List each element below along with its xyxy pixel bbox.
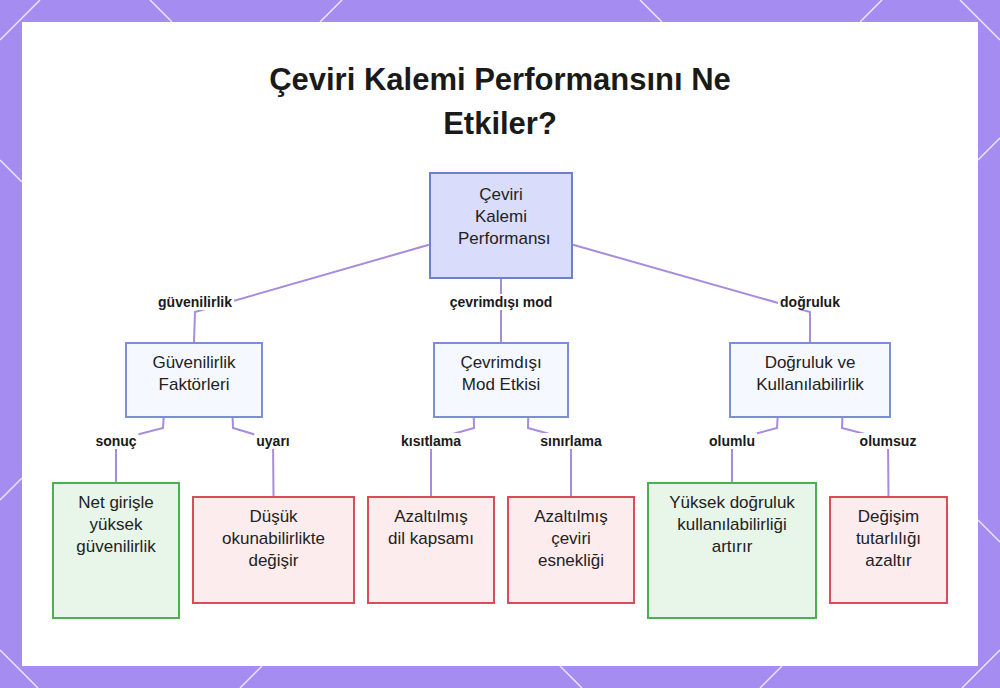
- edge-label: olumsuz: [858, 433, 919, 449]
- edge-label: uyarı: [254, 433, 291, 449]
- edge-label: kısıtlama: [399, 433, 463, 449]
- node-text: Düşük okunabilirlikte değişir: [216, 506, 331, 572]
- positive-box: Yüksek doğruluk kullanılabilirliği artır…: [647, 482, 817, 619]
- connector-line: [732, 418, 778, 482]
- connector-line: [842, 418, 889, 496]
- negative-box: Azaltılmış çeviri esnekliği: [507, 496, 635, 604]
- node-text: Doğruluk ve Kullanılabilirlik: [739, 352, 881, 396]
- node-text: Değişim tutarlılığı azaltır: [847, 506, 930, 572]
- edge-label: olumlu: [707, 433, 757, 449]
- category-box: Doğruluk ve Kullanılabilirlik: [729, 342, 891, 418]
- node-text: Çevrimdışı Mod Etkisi: [443, 352, 559, 396]
- connector-line: [431, 418, 474, 496]
- connector-line: [233, 418, 274, 496]
- node-text: Azaltılmış çeviri esnekliği: [523, 506, 619, 572]
- category-box: Çevrimdışı Mod Etkisi: [433, 342, 569, 418]
- node-text: Net girişle yüksek güvenilirlik: [68, 492, 164, 558]
- category-box: Güvenilirlik Faktörleri: [125, 342, 263, 418]
- negative-box: Değişim tutarlılığı azaltır: [829, 496, 948, 604]
- edge-label: çevrimdışı mod: [448, 294, 555, 310]
- edge-label: sınırlama: [538, 433, 603, 449]
- edge-label: doğruluk: [778, 294, 842, 310]
- connector-line: [500, 279, 502, 342]
- node-text: Azaltılmış dil kapsamı: [387, 506, 475, 550]
- negative-box: Düşük okunabilirlikte değişir: [192, 496, 355, 604]
- connector-line: [528, 418, 571, 496]
- node-text: Güvenilirlik Faktörleri: [135, 352, 253, 396]
- edge-label: güvenilirlik: [156, 294, 234, 310]
- node-text: Çeviri Kalemi Performansı: [458, 184, 544, 250]
- positive-box: Net girişle yüksek güvenilirlik: [52, 482, 180, 619]
- edge-label: sonuç: [93, 433, 138, 449]
- node-text: Yüksek doğruluk kullanılabilirliği artır…: [663, 492, 801, 558]
- connector-line: [573, 245, 810, 342]
- root-box: Çeviri Kalemi Performansı: [429, 172, 573, 279]
- negative-box: Azaltılmış dil kapsamı: [367, 496, 495, 604]
- connector-line: [116, 418, 164, 482]
- diagram-title: Çeviri Kalemi Performansını Ne Etkiler?: [240, 58, 760, 146]
